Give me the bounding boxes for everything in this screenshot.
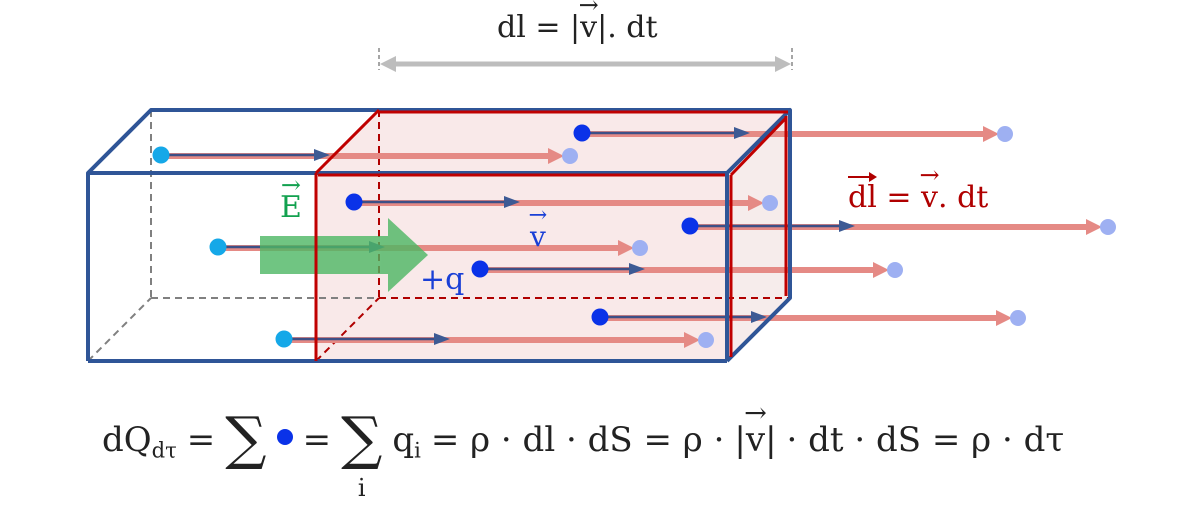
sum-over-i: ∑ i xyxy=(341,403,383,502)
equals-text: = xyxy=(535,10,561,45)
velocity-arrowhead xyxy=(434,333,450,345)
end-position-dot xyxy=(762,195,778,211)
velocity-vector-text: v xyxy=(530,220,546,253)
dimension-arrow xyxy=(378,48,793,72)
sum-index: i xyxy=(357,474,366,502)
displacement-arrowhead xyxy=(684,332,700,348)
charge-particle xyxy=(681,217,699,235)
field-arrow xyxy=(260,218,428,292)
end-position-dot xyxy=(698,332,714,348)
field-label: E xyxy=(280,190,302,225)
displacement-arrowhead xyxy=(983,126,999,142)
end-position-dot xyxy=(997,126,1013,142)
charge-particle xyxy=(345,193,363,211)
displacement-arrowhead xyxy=(548,148,564,164)
charge-particle xyxy=(591,308,609,326)
end-position-dot xyxy=(562,148,578,164)
outer-box xyxy=(86,108,792,363)
equals-2: = xyxy=(302,420,332,460)
velocity-arrowhead xyxy=(629,263,645,275)
equals-text: = xyxy=(886,180,912,215)
formula-tail: · dt · dS = ρ · dτ xyxy=(786,420,1065,460)
charge-dot-icon xyxy=(276,429,293,445)
displacement-arrowhead xyxy=(996,310,1012,326)
displacement-arrowhead xyxy=(873,262,889,278)
slab-length-label: dl = |v|. dt xyxy=(497,10,658,45)
end-position-dot xyxy=(632,240,648,256)
end-position-dot xyxy=(1100,219,1116,235)
velocity-arrowhead xyxy=(734,127,750,139)
sum-symbol-2: ∑ xyxy=(341,403,383,472)
displacement-arrowhead xyxy=(748,195,764,211)
dt-text: . dt xyxy=(607,10,658,45)
equals-1: = xyxy=(186,420,216,460)
charge-particle xyxy=(573,124,591,142)
velocity-arrowhead xyxy=(504,196,520,208)
displacement-label: dl = v. dt xyxy=(848,172,989,215)
charge-formula: dQdτ = ∑ = ∑ i qi = ρ · dl · dS = ρ · |v… xyxy=(102,403,1065,502)
abs-velocity: |v| xyxy=(734,420,776,460)
charge-particle xyxy=(275,330,293,348)
velocity-vector-text: v xyxy=(921,180,938,215)
dq-term: dQdτ xyxy=(102,420,177,463)
slab-volume xyxy=(316,110,790,361)
velocity-vector-text: v xyxy=(580,10,597,45)
velocity-label: v xyxy=(530,220,546,253)
charge-particle xyxy=(209,238,227,256)
density-expansion: = ρ · dl · dS = ρ · xyxy=(430,420,725,460)
charge-particles xyxy=(152,124,1116,348)
charge-particle xyxy=(152,146,170,164)
end-position-dot xyxy=(1010,310,1026,326)
velocity-arrowhead xyxy=(314,149,330,161)
slab-outline xyxy=(314,108,788,361)
abs-close: | xyxy=(597,10,608,45)
abs-open: | xyxy=(570,10,581,45)
displacement-arrowhead xyxy=(618,240,634,256)
dl-text: dl xyxy=(497,10,526,45)
velocity-arrowhead xyxy=(751,311,767,323)
dt-text: . dt xyxy=(938,180,989,215)
dl-vector-text: dl xyxy=(848,172,877,215)
end-position-dot xyxy=(887,262,903,278)
field-vector-text: E xyxy=(280,190,302,225)
qi-term: qi xyxy=(392,420,421,463)
displacement-arrowhead xyxy=(1086,219,1102,235)
sum-symbol-1: ∑ xyxy=(225,403,267,472)
velocity-arrowhead xyxy=(839,220,855,232)
charge-label: +q xyxy=(420,262,465,297)
charge-particle xyxy=(471,260,489,278)
